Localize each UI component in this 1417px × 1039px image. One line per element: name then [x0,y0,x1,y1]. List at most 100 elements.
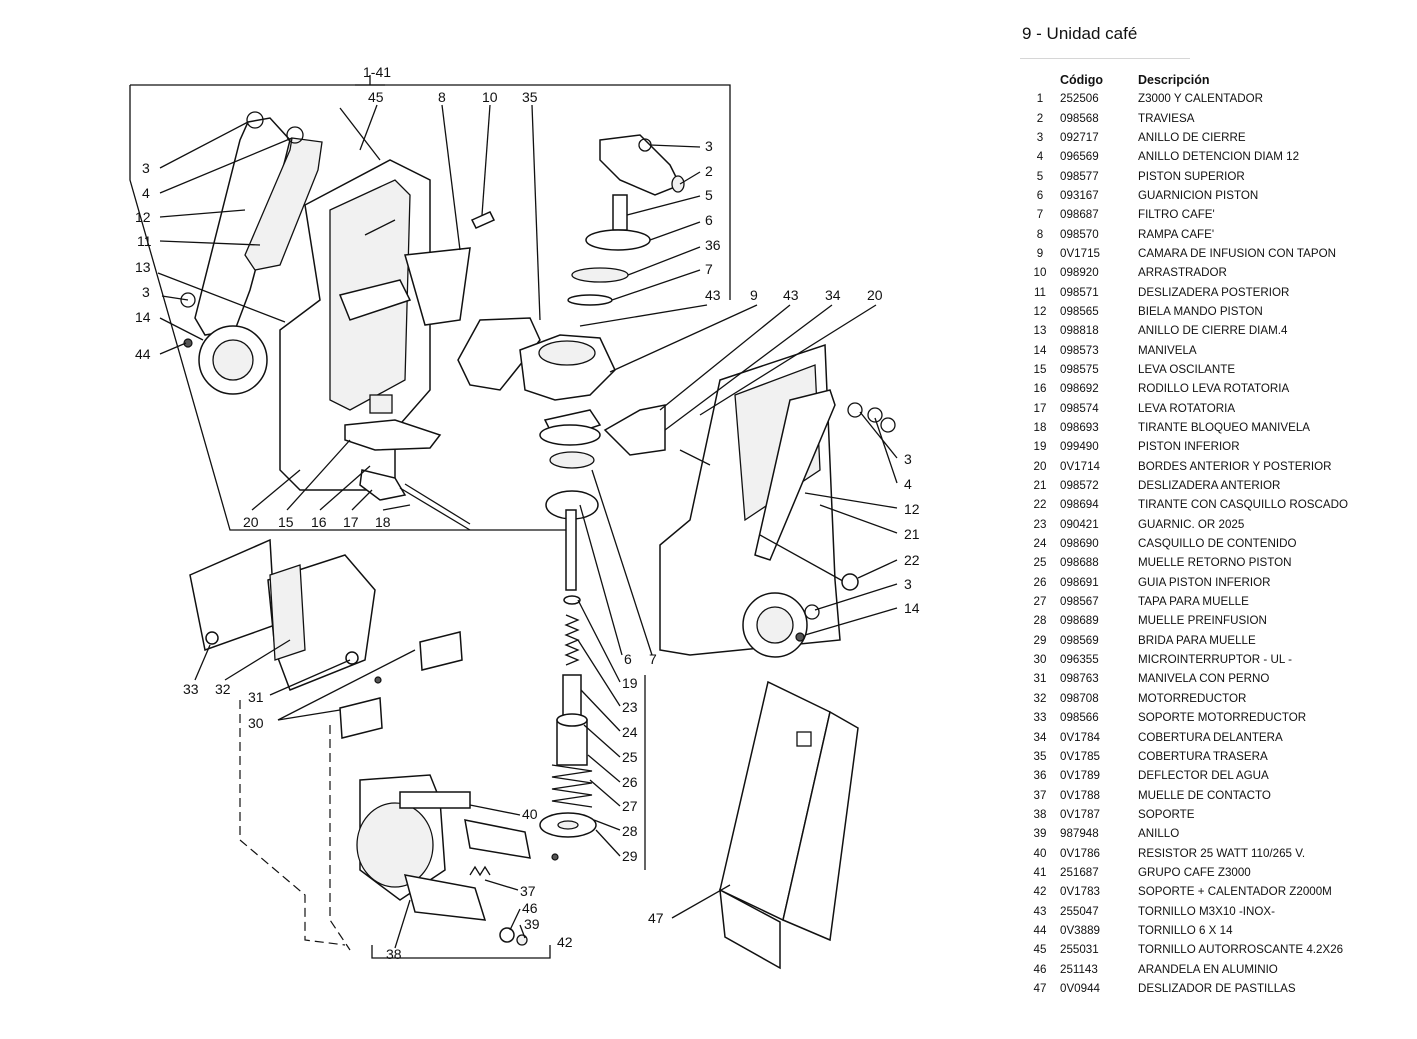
part-description: FILTRO CAFE' [1138,208,1215,222]
part-description: TIRANTE CON CASQUILLO ROSCADO [1138,498,1349,512]
heater-bracket [239,700,551,959]
callout-47: 47 [648,910,664,926]
callout-32: 32 [215,681,231,697]
part-description: SOPORTE [1138,807,1195,821]
motor-reducer [189,538,376,691]
callout-3: 3 [705,138,713,154]
part-code: 098818 [1060,324,1099,338]
part-code: 098693 [1060,421,1099,435]
part-description: Z3000 Y CALENTADOR [1138,92,1264,106]
part-number: 16 [1033,382,1047,396]
part-code: 0V1715 [1060,246,1100,260]
part-description: MUELLE RETORNO PISTON [1138,556,1292,570]
part-number: 47 [1033,981,1047,995]
part-description: RAMPA CAFE' [1138,227,1215,241]
part-code: 098920 [1060,266,1099,280]
part-number: 44 [1033,923,1047,937]
part-description: COBERTURA TRASERA [1138,749,1268,763]
part-description: GUARNIC. OR 2025 [1138,517,1245,531]
part-number: 40 [1033,846,1047,860]
part-code: 0V1785 [1060,749,1100,763]
callout-37: 37 [520,883,536,899]
callout-4: 4 [142,185,150,201]
part-code: 098687 [1060,208,1099,222]
callout-28: 28 [622,823,638,839]
part-code: 098689 [1060,614,1099,628]
part-description: TORNILLO 6 X 14 [1138,923,1233,937]
rear-frame [279,107,431,491]
part-code: 096355 [1060,653,1099,667]
callout-24: 24 [622,724,638,740]
callout-43: 43 [783,287,799,303]
part-number: 22 [1033,498,1047,512]
callout-30: 30 [248,715,264,731]
part-number: 37 [1033,788,1047,802]
leader-lines [157,104,898,949]
table-row: 7 098687 FILTRO CAFE' [1020,205,1403,224]
part-number: 29 [1033,633,1047,647]
part-code: 0V1714 [1060,459,1100,473]
part-description: BIELA MANDO PISTON [1138,304,1263,318]
part-code: 093167 [1060,188,1099,202]
part-code: 098708 [1060,691,1099,705]
part-code: 098573 [1060,343,1099,357]
col-header-code: Código [1060,72,1104,87]
part-code: 099490 [1060,440,1099,454]
part-number: 5 [1036,169,1044,183]
callout-12: 12 [904,501,920,517]
part-description: RESISTOR 25 WATT 110/265 V. [1138,846,1306,860]
part-description: ANILLO DE CIERRE [1138,130,1246,144]
callout-7: 7 [705,261,713,277]
group-boundary [129,75,731,870]
part-code: 098570 [1060,227,1099,241]
part-code: 098569 [1060,633,1099,647]
part-description: BRIDA PARA MUELLE [1138,633,1256,647]
callout-4: 4 [904,476,912,492]
part-description: DESLIZADERA POSTERIOR [1138,285,1290,299]
pastille-slider [719,680,859,970]
callout-3: 3 [904,451,912,467]
callout-13: 13 [135,259,151,275]
part-description: GUIA PISTON INFERIOR [1138,575,1271,589]
part-number: 4 [1036,150,1044,164]
part-description: PISTON INFERIOR [1138,440,1240,454]
part-number: 23 [1033,517,1047,531]
part-code: 098690 [1060,537,1099,551]
part-number: 39 [1033,827,1047,841]
part-description: DESLIZADOR DE PASTILLAS [1138,981,1296,995]
part-number: 45 [1033,943,1047,957]
part-code: 098575 [1060,362,1099,376]
callout-11: 11 [137,233,152,249]
part-number: 7 [1036,208,1044,222]
callout-2: 2 [705,163,713,179]
part-description: GRUPO CAFE Z3000 [1138,865,1251,879]
callout-38: 38 [386,946,402,962]
part-number: 28 [1033,614,1047,628]
part-number: 17 [1033,401,1047,415]
callout-27: 27 [622,798,638,814]
part-code: 098574 [1060,401,1099,415]
part-code: 098571 [1060,285,1099,299]
